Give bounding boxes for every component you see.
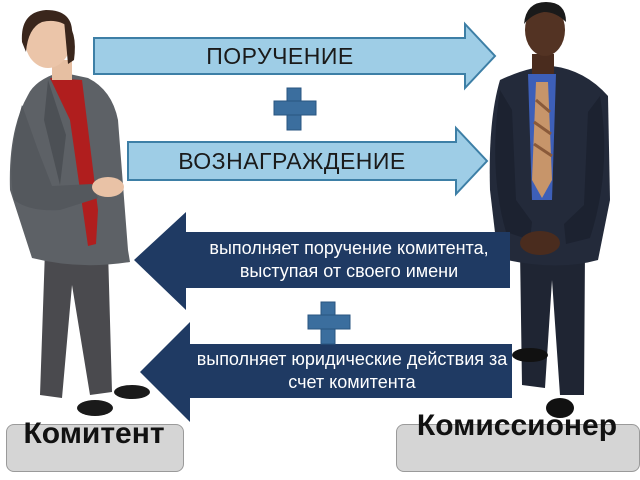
agent-label-box [396, 424, 640, 472]
principal-label: Комитент [23, 417, 165, 450]
order-label: ПОРУЧЕНИЕ [206, 42, 354, 69]
plus-icon [273, 87, 317, 131]
reward-label: ВОЗНАГРАЖДЕНИЕ [178, 147, 406, 174]
legal-actions-arrow [140, 322, 512, 422]
legal-actions-label: выполняет юридические действия за счет к… [196, 349, 508, 392]
plus-icon [307, 301, 351, 345]
order-arrow [93, 21, 497, 91]
executes-order-label: выполняет поручение комитента, выступая … [209, 238, 489, 281]
executes-order-arrow [134, 212, 510, 310]
reward-arrow [127, 125, 489, 197]
agent-label: Комиссионер [416, 409, 618, 442]
principal-label-box [6, 424, 184, 472]
